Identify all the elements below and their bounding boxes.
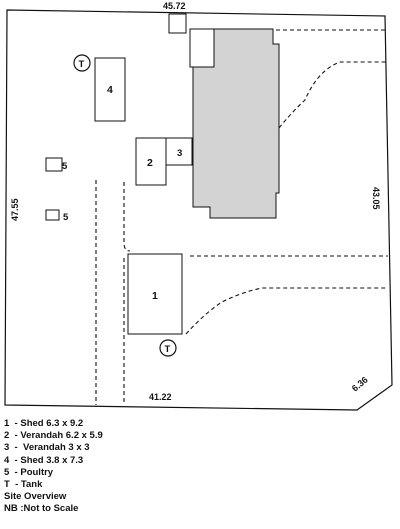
verandah-2-label: 2 [147,157,153,169]
shed-4 [94,57,126,122]
legend-item: 5 - Poultry [4,466,54,478]
poultry-b [45,209,60,221]
site-boundary-plan: 4 2 3 5 5 1 T T 45.72 47.55 43.05 41.22 … [4,1,393,411]
dimension-bottom: 41.22 [149,392,172,402]
tank-top [73,54,91,72]
property-boundary [4,9,393,411]
main-house [192,28,280,219]
tank-bottom [159,339,177,357]
track-curve-lower [185,287,388,335]
shed-1 [127,253,183,335]
verandah-2 [135,137,167,186]
legend-item: 1 - Shed 6.3 x 9.2 [4,418,84,429]
track-curve-upper [278,61,388,129]
track-center-vertical [123,182,131,252]
dimension-corner: 6.36 [350,375,370,394]
shed-4-label: 4 [107,84,113,96]
legend: 1 - Shed 6.3 x 9.2 2 - Verandah 6.2 x 5.… [4,418,244,516]
boundary-small-structure [168,13,187,34]
legend-title: Site Overview [4,491,67,503]
verandah-3 [165,137,193,166]
poultry-b-label: 5 [63,212,69,223]
dimension-top: 45.72 [163,1,186,11]
shed-1-label: 1 [152,290,158,302]
tank-bottom-label: T [165,344,171,355]
poultry-a [45,157,63,172]
dimension-left: 47.55 [10,198,20,221]
legend-item: 3 - Verandah 3 x 3 [4,442,90,454]
tank-top-label: T [79,59,85,70]
dimension-right: 43.05 [371,187,381,210]
legend-item: 2 - Verandah 6.2 x 5.9 [4,430,103,442]
legend-item: T - Tank [4,479,43,491]
verandah-3-label: 3 [177,148,182,159]
legend-note: NB :Not to Scale [4,503,79,515]
legend-item: 4 - Shed 3.8 x 7.3 [4,454,84,466]
poultry-a-label: 5 [62,161,68,172]
house-annex [189,28,215,68]
